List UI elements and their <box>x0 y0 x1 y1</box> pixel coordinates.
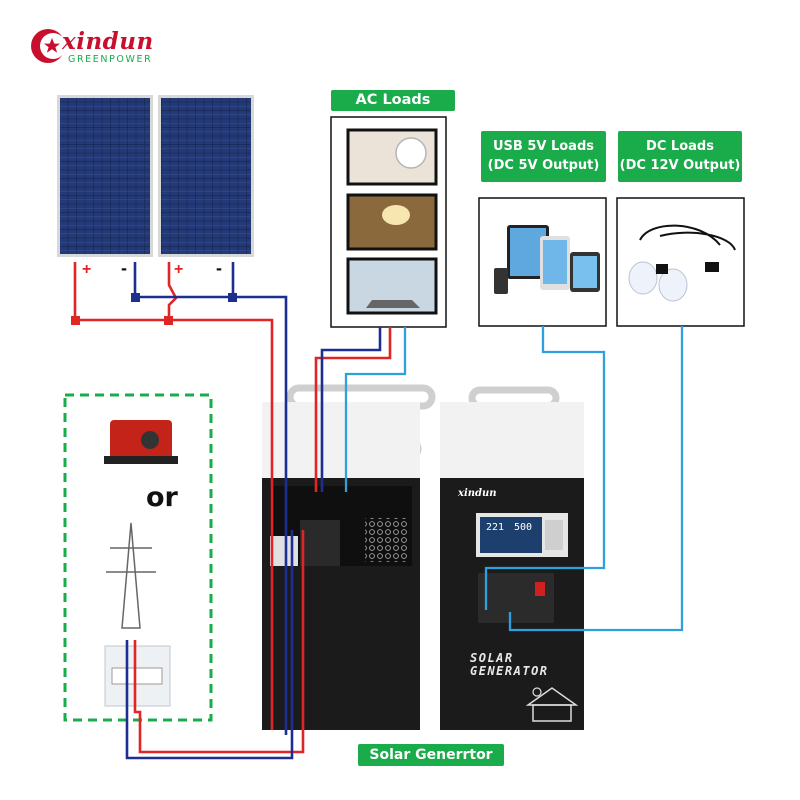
breaker-panel-image <box>104 645 171 707</box>
solar-generator-header: Solar Generrtor <box>358 744 504 766</box>
ac-loads-label: AC Loads <box>355 92 431 108</box>
generator-title-line1: SOLAR <box>470 651 514 665</box>
dc-bulbs-image <box>628 224 736 302</box>
brand-tagline: GREENPOWER <box>68 54 153 65</box>
generator-title-line2: GENERATOR <box>470 664 549 678</box>
ac-loads-header: AC Loads <box>331 90 455 111</box>
panel1-negative-label: - <box>121 258 127 278</box>
usb-loads-label-1: USB 5V Loads <box>492 139 595 154</box>
fan-image <box>346 128 438 186</box>
usb-loads-header: USB 5V Loads (DC 5V Output) <box>481 131 606 182</box>
panel2-positive-label: + <box>174 261 183 278</box>
or-label: or <box>146 482 178 513</box>
brand-name: xindun <box>62 28 154 55</box>
solar-house-icon <box>525 687 579 722</box>
generator-brand: xindun <box>458 488 497 499</box>
dc-loads-label-1: DC Loads <box>646 139 714 154</box>
panel1-positive-label: + <box>82 261 91 278</box>
dc-loads-label-2: (DC 12V Output) <box>619 158 741 173</box>
brand-logo-icon <box>31 29 66 63</box>
generator-title: SOLAR GENERATOR <box>470 652 549 678</box>
power-tower-image <box>106 522 156 629</box>
dc-loads-header: DC Loads (DC 12V Output) <box>618 131 742 182</box>
solar-generator-label: Solar Generrtor <box>369 747 493 763</box>
panel2-negative-label: - <box>216 258 222 278</box>
solar-panel-2 <box>158 95 254 257</box>
solar-panel-1 <box>57 95 153 257</box>
laptop-image <box>346 257 438 315</box>
display-value-left: 221 <box>486 522 505 533</box>
fuel-generator-image <box>104 420 178 464</box>
lamp-image <box>346 193 438 251</box>
display-value-right: 500 <box>514 522 533 533</box>
generator-back-unit <box>262 384 436 730</box>
usb-devices-image <box>494 225 600 294</box>
generator-front-unit <box>440 386 584 730</box>
usb-loads-label-2: (DC 5V Output) <box>487 158 600 173</box>
